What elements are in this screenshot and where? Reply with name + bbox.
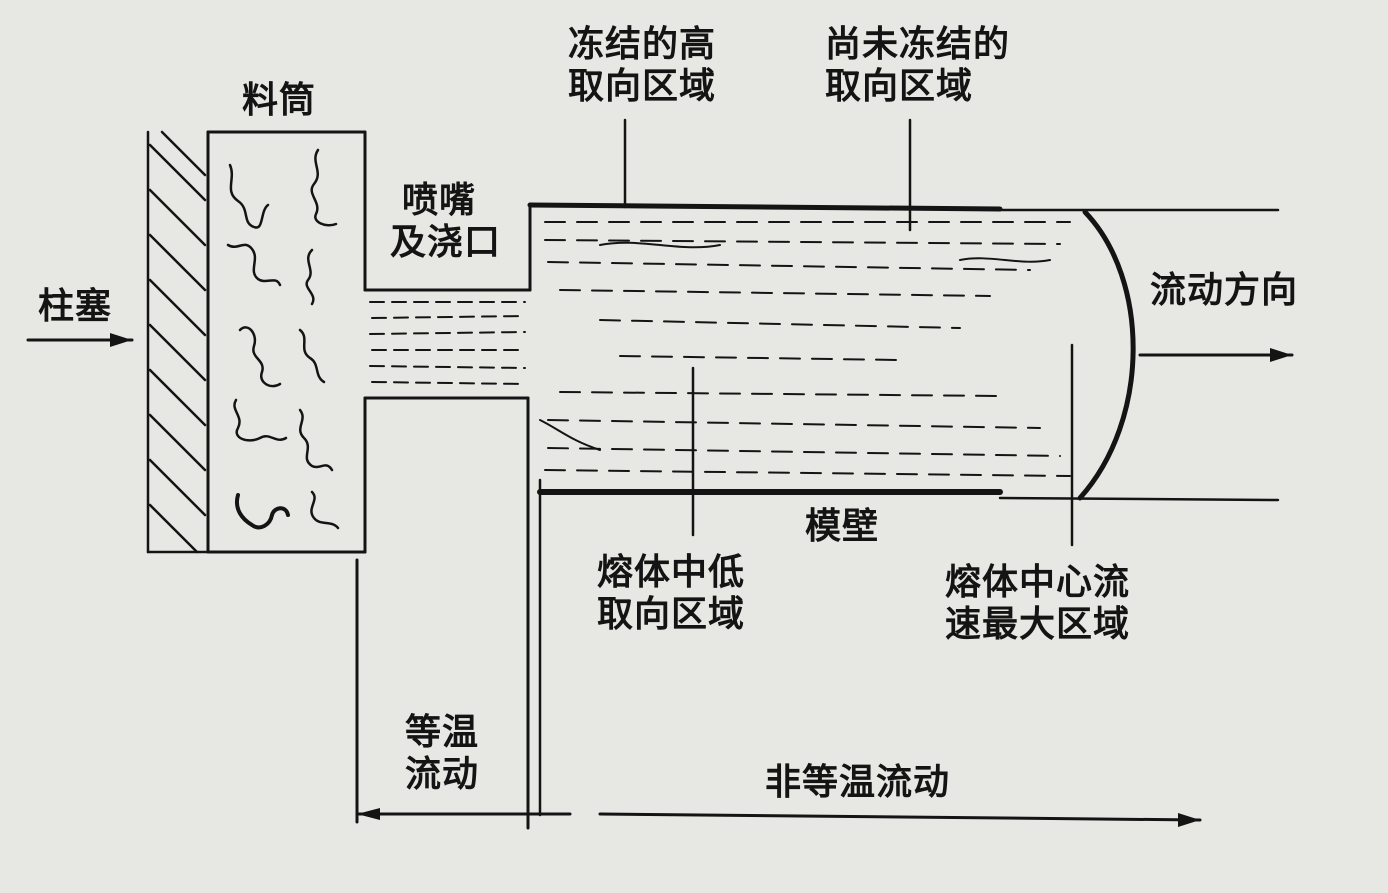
barrel-polymer-chains bbox=[226, 148, 340, 530]
unfrozen-orientation-label: 尚未冻结的 取向区域 bbox=[825, 24, 1011, 107]
flow-direction-arrow bbox=[1138, 348, 1294, 362]
flow-regime-axis bbox=[355, 558, 1202, 830]
flow-direction-label: 流动方向 bbox=[1150, 270, 1299, 311]
nozzle-channel bbox=[363, 203, 532, 817]
flow-front bbox=[1077, 209, 1136, 501]
nozzle-orientation-marks bbox=[369, 301, 526, 385]
plunger-arrow bbox=[26, 333, 134, 347]
barrel-label: 料筒 bbox=[242, 80, 317, 121]
melt-center-max-velocity-label: 熔体中心流 速最大区域 bbox=[945, 562, 1131, 645]
plunger-wall bbox=[146, 130, 210, 554]
frozen-high-orientation-label: 冻结的高 取向区域 bbox=[568, 24, 717, 107]
nozzle-gate-label: 喷嘴 及浇口 bbox=[390, 180, 502, 263]
plunger-label: 柱塞 bbox=[38, 286, 113, 327]
barrel bbox=[206, 130, 367, 554]
melt-low-orientation-label: 熔体中低 取向区域 bbox=[597, 552, 746, 635]
nonisothermal-flow-label: 非等温流动 bbox=[765, 762, 951, 803]
mold-cavity bbox=[527, 202, 1280, 817]
isothermal-flow-label: 等温 流动 bbox=[405, 712, 480, 795]
mold-wall-label: 模壁 bbox=[805, 506, 880, 547]
leader-lines bbox=[623, 118, 1074, 547]
cavity-orientation-marks bbox=[539, 221, 1071, 477]
